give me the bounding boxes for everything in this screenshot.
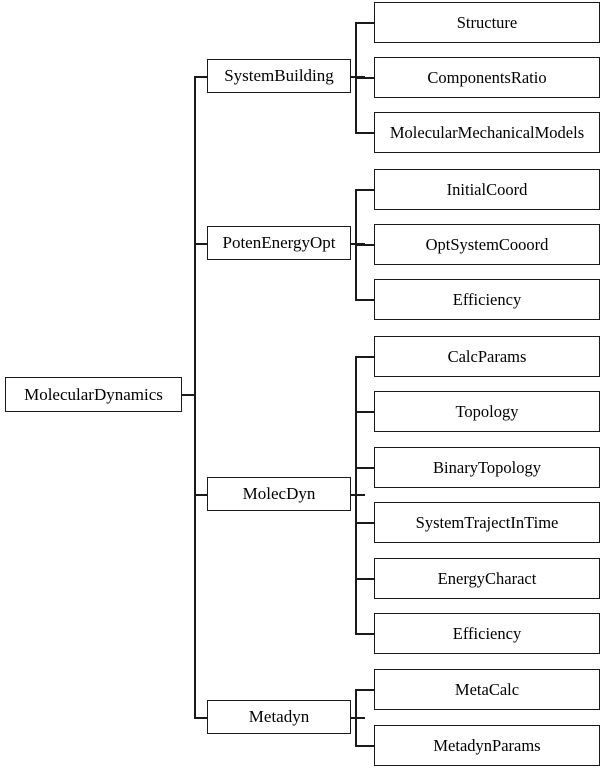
node-label: Topology (455, 401, 519, 421)
connector-molecdyn-stub (351, 494, 365, 496)
connector-to-topology (355, 411, 375, 413)
connector-trunk-to-systembuilding (194, 76, 208, 78)
node-root-moleculardynamics[interactable]: MolecularDynamics (5, 377, 182, 412)
connector-root-stub (182, 394, 196, 396)
node-label: MolecularMechanicalModels (389, 122, 585, 142)
connector-metadyn-stub (351, 717, 365, 719)
node-leaf-componentsratio[interactable]: ComponentsRatio (374, 57, 600, 98)
connector-to-systemtrajectintime (355, 522, 375, 524)
node-leaf-metadynparams[interactable]: MetadynParams (374, 725, 600, 766)
node-leaf-systemtrajectintime[interactable]: SystemTrajectInTime (374, 502, 600, 543)
node-label: EnergyCharact (437, 568, 537, 588)
node-label: Structure (456, 12, 518, 32)
connector-trunk-to-potenenergyopt (194, 243, 208, 245)
node-label: BinaryTopology (433, 457, 541, 477)
node-leaf-energycharact[interactable]: EnergyCharact (374, 558, 600, 599)
node-label: MolecularDynamics (24, 384, 163, 404)
node-label: InitialCoord (446, 179, 528, 199)
connector-molecdyn-spine (355, 356, 357, 633)
connector-trunk-to-molecdyn (194, 494, 208, 496)
node-label: SystemTrajectInTime (415, 512, 559, 532)
node-label: SystemBuilding (224, 66, 334, 86)
connector-to-efficiency-molec (355, 633, 375, 635)
node-label: MetaCalc (454, 679, 520, 699)
connector-to-molecularmechanicalmodels (355, 132, 375, 134)
node-leaf-structure[interactable]: Structure (374, 2, 600, 43)
node-leaf-initialcoord[interactable]: InitialCoord (374, 169, 600, 210)
node-label: CalcParams (447, 346, 527, 366)
connector-to-calcparams (355, 356, 375, 358)
node-leaf-calcparams[interactable]: CalcParams (374, 336, 600, 377)
node-label: PotenEnergyOpt (222, 233, 336, 253)
node-label: MetadynParams (433, 735, 541, 755)
node-label: OptSystemCooord (425, 234, 549, 254)
node-label: ComponentsRatio (427, 67, 547, 87)
node-leaf-optsystemcooord[interactable]: OptSystemCooord (374, 224, 600, 265)
node-label: Efficiency (452, 289, 522, 309)
node-leaf-efficiency-molecdyn[interactable]: Efficiency (374, 613, 600, 654)
connector-root-trunk (194, 76, 196, 718)
connector-to-metacalc (355, 689, 375, 691)
connector-to-binarytopology (355, 467, 375, 469)
node-leaf-binarytopology[interactable]: BinaryTopology (374, 447, 600, 488)
connector-to-energycharact (355, 578, 375, 580)
node-branch-metadyn[interactable]: Metadyn (207, 700, 351, 734)
connector-to-efficiency-poten (355, 299, 375, 301)
connector-trunk-to-metadyn (194, 717, 208, 719)
node-branch-systembuilding[interactable]: SystemBuilding (207, 59, 351, 93)
node-label: Metadyn (248, 707, 310, 727)
node-label: Efficiency (452, 623, 522, 643)
node-leaf-molecularmechanicalmodels[interactable]: MolecularMechanicalModels (374, 112, 600, 153)
connector-to-initialcoord (355, 189, 375, 191)
node-branch-molecdyn[interactable]: MolecDyn (207, 477, 351, 511)
node-branch-potenenergyopt[interactable]: PotenEnergyOpt (207, 226, 351, 260)
connector-to-metadynparams (355, 745, 375, 747)
connector-to-componentsratio (355, 77, 375, 79)
node-leaf-topology[interactable]: Topology (374, 391, 600, 432)
node-leaf-metacalc[interactable]: MetaCalc (374, 669, 600, 710)
connector-to-optsystemcooord (355, 244, 375, 246)
connector-to-structure (355, 22, 375, 24)
node-label: MolecDyn (242, 484, 316, 504)
node-leaf-efficiency-potenenergyopt[interactable]: Efficiency (374, 279, 600, 320)
connector-metadyn-spine (355, 689, 357, 746)
